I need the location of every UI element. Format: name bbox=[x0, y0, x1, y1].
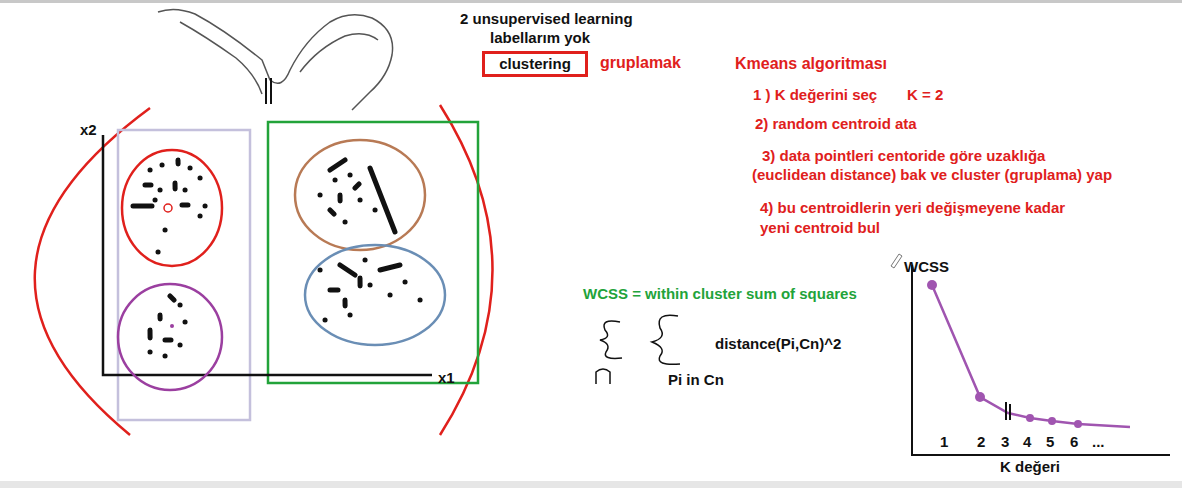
chart-axes bbox=[912, 265, 1170, 455]
note: gruplamak bbox=[600, 54, 681, 72]
step-text: yeni centroid bul bbox=[760, 219, 880, 237]
data-points bbox=[133, 160, 420, 356]
box-text: clustering bbox=[499, 55, 571, 73]
curve-point bbox=[1074, 420, 1082, 428]
tick-label: 1 bbox=[940, 433, 948, 451]
axis-label: x2 bbox=[80, 121, 97, 139]
axis-label: K değeri bbox=[1000, 458, 1060, 476]
heading: labellarım yok bbox=[490, 29, 590, 47]
curve-point bbox=[1026, 414, 1034, 422]
red-arc-left bbox=[35, 108, 150, 435]
bottom-bar bbox=[0, 481, 1182, 488]
axis-label: x1 bbox=[438, 369, 455, 387]
tick-label: 3 bbox=[1001, 433, 1009, 451]
step-text: 2) random centroid ata bbox=[755, 115, 917, 133]
sketch-figure bbox=[158, 9, 393, 110]
centroid bbox=[164, 204, 172, 212]
tick-label: ... bbox=[1092, 433, 1105, 451]
heading: Kmeans algoritması bbox=[735, 55, 887, 73]
tick-label: 5 bbox=[1046, 433, 1054, 451]
pencil-icon bbox=[891, 254, 902, 268]
cursor-mark bbox=[1006, 402, 1010, 420]
top-bar bbox=[0, 0, 1182, 3]
sum-symbol bbox=[652, 315, 680, 364]
centroid bbox=[170, 324, 174, 328]
curve-points bbox=[927, 280, 1082, 428]
tick-label: 4 bbox=[1023, 433, 1031, 451]
wcss-curve bbox=[932, 285, 1130, 427]
step-text: 1 ) K değerini seç bbox=[753, 86, 877, 104]
lavender-rect bbox=[118, 130, 250, 420]
formula-index: Pi in Cn bbox=[668, 371, 724, 389]
sketch-mark bbox=[266, 78, 271, 104]
step-text: 4) bu centroidlerin yeri değişmeyene kad… bbox=[760, 199, 1065, 217]
green-rect bbox=[268, 122, 478, 383]
purple-cluster bbox=[118, 284, 222, 390]
heading: 2 unsupervised learning bbox=[460, 10, 633, 28]
blue-cluster bbox=[305, 245, 445, 345]
step-text: (euclidean distance) bak ve cluster (gru… bbox=[752, 166, 1112, 184]
brown-cluster bbox=[295, 140, 425, 250]
formula-title: WCSS = within cluster sum of squares bbox=[583, 285, 857, 303]
sum-index bbox=[596, 369, 610, 384]
step-text: K = 2 bbox=[907, 86, 943, 104]
tick-label: 6 bbox=[1070, 433, 1078, 451]
curve-point bbox=[1048, 417, 1056, 425]
highlight-box: clustering bbox=[482, 51, 588, 77]
tick-label: 2 bbox=[977, 433, 985, 451]
scatter-axes bbox=[103, 135, 432, 375]
curve-point bbox=[927, 280, 937, 290]
curve-point bbox=[975, 392, 985, 402]
sum-symbol bbox=[600, 321, 622, 358]
axis-label: WCSS bbox=[904, 258, 949, 276]
formula-text: distance(Pi,Cn)^2 bbox=[715, 335, 841, 353]
step-text: 3) data pointleri centoride göre uzaklığ… bbox=[762, 147, 1045, 165]
